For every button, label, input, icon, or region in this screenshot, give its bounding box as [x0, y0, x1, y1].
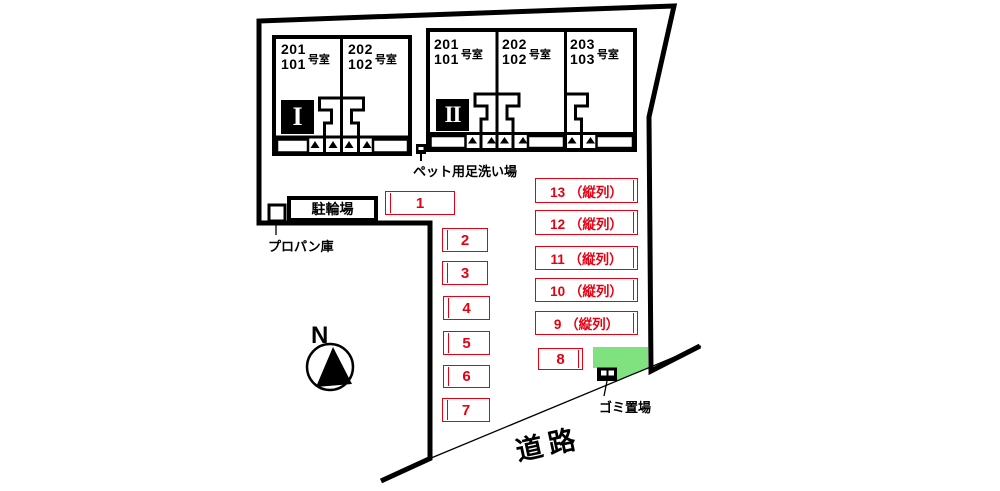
parking-stall-7: 7 [442, 398, 490, 422]
stall-end-line [632, 280, 634, 300]
north-label: N [311, 322, 329, 349]
unit-label-1-201: 201 101 号室 [281, 42, 330, 71]
stair-symbol [497, 92, 521, 134]
stall-number: 13 （縦列） [550, 184, 623, 200]
pet-wash-label: ペット用足洗い場 [413, 164, 518, 179]
stair-symbol [341, 96, 365, 137]
stall-end-line [447, 333, 449, 353]
building-2-badge: II [436, 99, 469, 131]
stall-number: 12 （縦列） [550, 216, 623, 232]
stair-symbol [318, 96, 342, 137]
room-number: 102 [348, 55, 373, 72]
propane-label: プロパン庫 [268, 239, 334, 254]
parking-stall-3: 3 [442, 261, 488, 285]
building-1 [272, 35, 412, 156]
stall-number: 9 （縦列） [553, 317, 620, 332]
stall-end-line [446, 263, 448, 283]
road-edge-line [429, 345, 702, 460]
parking-stall-8: 8 [538, 348, 583, 370]
parking-stall-11: 11 （縦列） [535, 246, 638, 270]
stall-number: 7 [461, 401, 471, 419]
room-number: 202 [502, 36, 527, 52]
porch-box [429, 134, 467, 150]
building-1-badge: I [281, 100, 314, 134]
entrance-step-triangles [468, 137, 595, 144]
stall-end-line [447, 367, 449, 386]
room-number: 201 [434, 36, 459, 52]
porch-box [526, 134, 566, 150]
stall-end-line [577, 350, 579, 368]
stall-number: 4 [462, 299, 471, 317]
porch-box [275, 138, 310, 154]
room-suffix: 号室 [374, 54, 397, 66]
unit-label-2-201: 201 101 号室 [434, 37, 483, 66]
parking-stall-6: 6 [443, 365, 490, 388]
room-suffix: 号室 [460, 49, 483, 61]
stall-end-line [447, 298, 449, 318]
room-number: 101 [434, 50, 459, 67]
porch-box [595, 134, 635, 150]
stall-end-line [632, 212, 634, 233]
room-number: 103 [570, 50, 595, 67]
unit-label-2-203: 203 103 号室 [570, 37, 619, 66]
stall-number: 1 [415, 194, 425, 212]
unit-label-2-202: 202 102 号室 [502, 37, 551, 66]
parking-stall-1: 1 [385, 191, 455, 215]
room-number: 202 [348, 41, 373, 57]
room-number: 203 [570, 36, 595, 52]
parking-stall-10: 10 （縦列） [535, 278, 638, 302]
stall-number: 10 （縦列） [550, 284, 623, 299]
parking-stall-12: 12 （縦列） [535, 210, 638, 235]
north-arrow-icon [305, 342, 355, 392]
entrance-step-triangles [310, 141, 372, 148]
bicycle-parking-box: 駐輪場 [287, 196, 378, 222]
pet-wash-icon [416, 144, 426, 161]
garbage-icon [597, 367, 617, 397]
room-suffix: 号室 [528, 49, 551, 61]
stair-symbol [473, 92, 497, 134]
stall-end-line [389, 193, 391, 213]
room-suffix: 号室 [307, 54, 330, 66]
stall-number: 8 [556, 350, 565, 368]
garbage-label: ゴミ置場 [599, 400, 652, 415]
stair-symbol [565, 92, 589, 134]
unit-label-1-202: 202 102 号室 [348, 42, 397, 71]
parking-stall-5: 5 [443, 331, 490, 355]
bicycle-parking-label: 駐輪場 [311, 201, 354, 217]
parking-stall-9: 9 （縦列） [535, 311, 638, 335]
stall-number: 5 [462, 334, 471, 352]
porch-box [371, 138, 410, 154]
propane-icon [267, 203, 287, 235]
parking-stall-4: 4 [443, 296, 490, 320]
stall-end-line [446, 400, 448, 420]
stall-number: 11 （縦列） [550, 252, 623, 267]
parking-stall-2: 2 [442, 228, 488, 252]
parking-stall-13: 13 （縦列） [535, 178, 638, 203]
stall-end-line [632, 180, 634, 201]
stall-number: 3 [460, 264, 470, 282]
room-number: 201 [281, 41, 306, 57]
room-number: 102 [502, 50, 527, 67]
room-suffix: 号室 [596, 49, 619, 61]
stall-end-line [632, 248, 634, 268]
room-number: 101 [281, 55, 306, 72]
stall-number: 6 [462, 368, 471, 385]
property-boundary [256, 3, 702, 484]
stall-end-line [632, 313, 634, 333]
stall-number: 2 [460, 231, 470, 249]
stall-end-line [446, 230, 448, 250]
